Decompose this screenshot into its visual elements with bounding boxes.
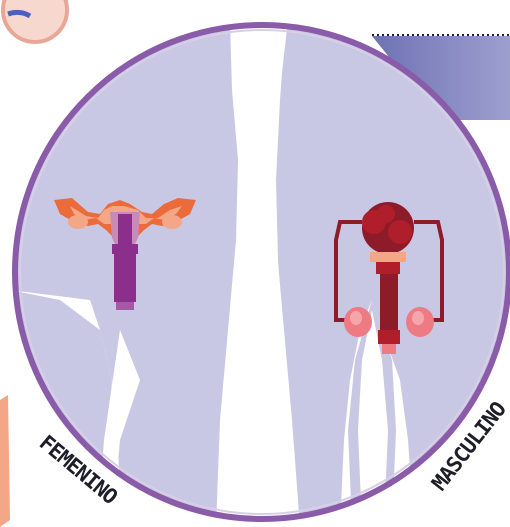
left-edge-fragment <box>0 395 10 527</box>
corner-badge-icon <box>3 0 67 42</box>
